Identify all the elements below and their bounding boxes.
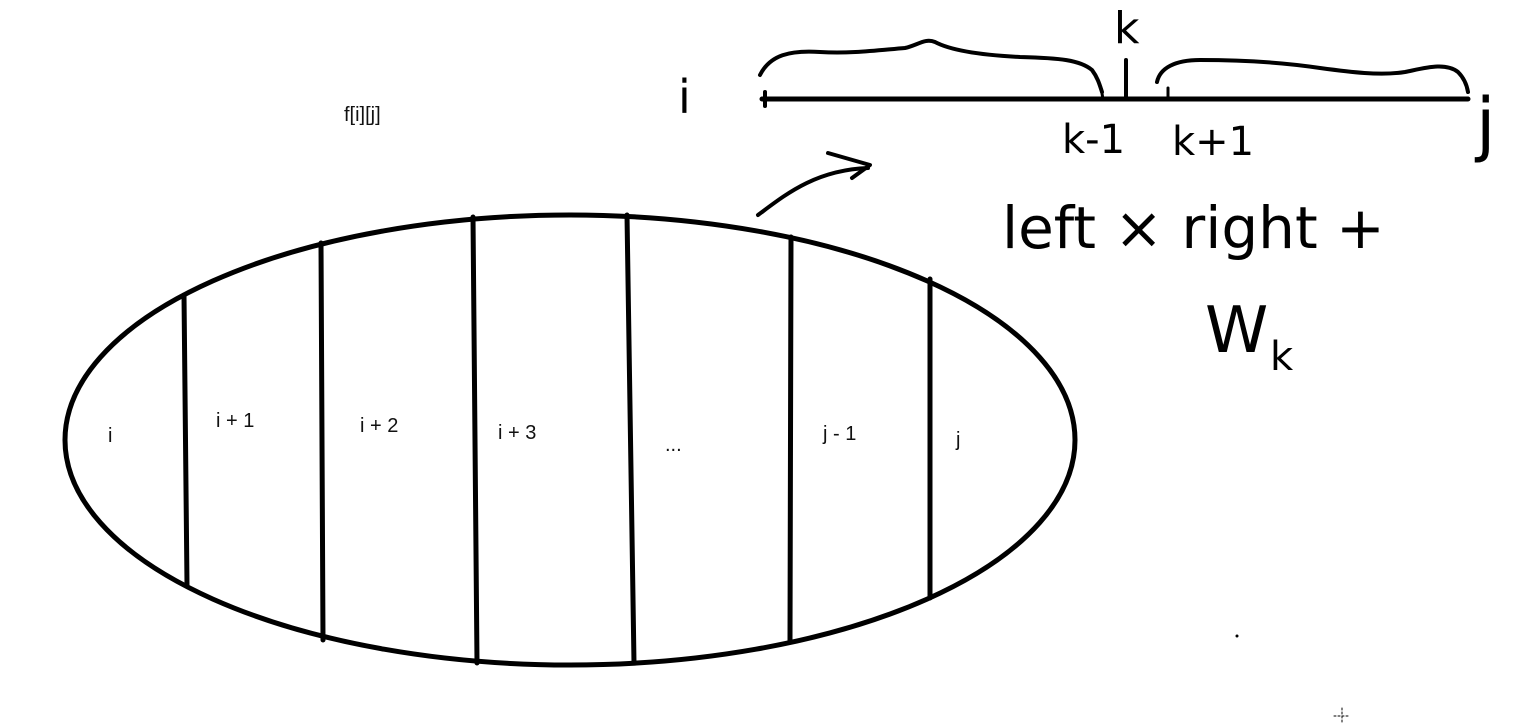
- segment-label-k-minus-1: k-1: [1062, 117, 1125, 163]
- title-f-i-j: f[i][j]: [344, 104, 381, 126]
- partition-label-j-minus-1: j - 1: [822, 423, 856, 445]
- partition-label-i-plus-3: i + 3: [498, 422, 536, 444]
- right-brace: [1155, 58, 1470, 94]
- stray-dot: [1235, 634, 1239, 638]
- segment-label-i: i: [678, 70, 691, 124]
- partition-line-1: [181, 292, 190, 588]
- partition-line-5: [787, 234, 794, 645]
- left-brace: [758, 38, 1104, 94]
- formula: left × right + W k: [1002, 194, 1385, 380]
- segment-label-j: j: [1474, 83, 1495, 165]
- interval-ellipse: [62, 212, 1078, 668]
- partition-label-ellipsis: ...: [665, 434, 682, 456]
- cursor-crosshair-icon: [1333, 707, 1351, 723]
- partition-lines: [181, 212, 933, 666]
- partition-label-i-plus-1: i + 1: [216, 410, 254, 432]
- segment-label-k: k: [1114, 3, 1140, 54]
- partition-labels: i i + 1 i + 2 i + 3 ... j - 1 j: [108, 410, 960, 456]
- arrow-to-segment: [756, 151, 872, 217]
- arrow-shaft: [756, 166, 870, 217]
- segment-labels: i j k k-1 k+1: [678, 3, 1495, 165]
- formula-w: W: [1205, 294, 1268, 368]
- partition-label-i: i: [108, 425, 112, 447]
- arrow-head: [826, 151, 872, 180]
- segment: [759, 58, 1471, 108]
- segment-label-k-plus-1: k+1: [1172, 119, 1254, 165]
- formula-subscript-k: k: [1270, 334, 1294, 380]
- partition-line-2: [318, 240, 326, 643]
- partition-line-3: [470, 214, 480, 666]
- partition-label-j: j: [955, 429, 960, 451]
- partition-line-4: [624, 212, 637, 666]
- partition-label-i-plus-2: i + 2: [360, 415, 398, 437]
- formula-line-1: left × right +: [1002, 194, 1385, 262]
